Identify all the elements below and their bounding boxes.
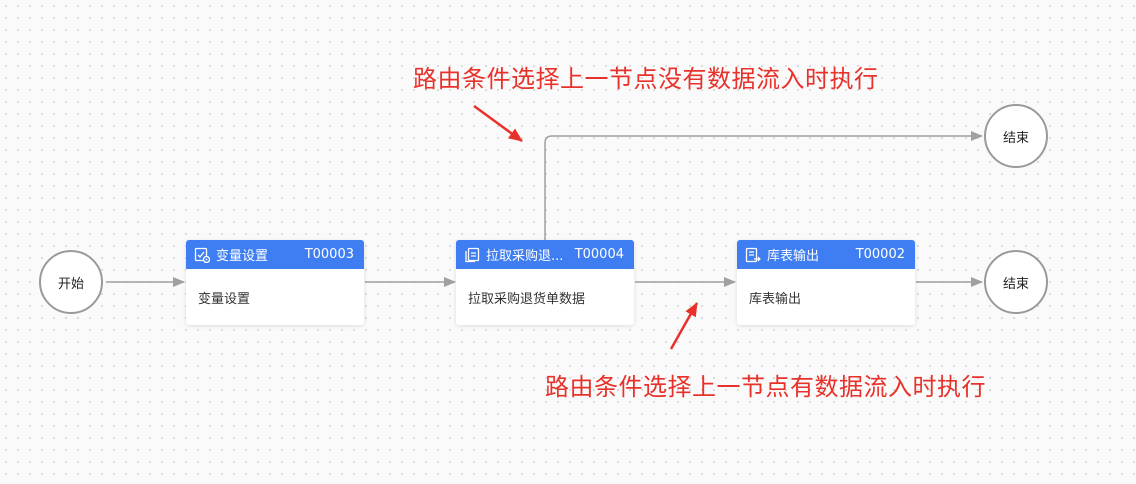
task-node-body: 变量设置 bbox=[198, 291, 251, 307]
task-node-title: 变量设置 bbox=[216, 249, 269, 264]
task-node-variable-settings[interactable]: 变量设置 T00003 变量设置 bbox=[186, 240, 364, 325]
task-node-header: 库表输出 T00002 bbox=[737, 240, 915, 269]
annotation-bottom-text: 路由条件选择上一节点有数据流入时执行 bbox=[545, 373, 986, 401]
start-node-label: 开始 bbox=[57, 276, 84, 292]
edge-pull-to-end-top[interactable] bbox=[544, 131, 983, 240]
task-node-body: 拉取采购退货单数据 bbox=[468, 291, 586, 307]
task-node-title: 拉取采购退... bbox=[486, 249, 564, 264]
annotation-bottom-arrow bbox=[669, 302, 699, 350]
task-node-code: T00002 bbox=[855, 247, 905, 262]
end-node-label: 结束 bbox=[1002, 130, 1029, 146]
table-output-icon bbox=[745, 247, 761, 263]
task-node-code: T00004 bbox=[574, 247, 624, 262]
task-node-code: T00003 bbox=[304, 247, 354, 262]
end-node-bottom[interactable]: 结束 bbox=[984, 250, 1048, 314]
task-node-table-output[interactable]: 库表输出 T00002 库表输出 bbox=[737, 240, 915, 325]
task-node-header: 拉取采购退... T00004 bbox=[456, 240, 634, 269]
end-node-top[interactable]: 结束 bbox=[984, 104, 1048, 168]
task-node-title: 库表输出 bbox=[767, 249, 820, 264]
document-copy-icon bbox=[464, 247, 480, 263]
task-node-header: 变量设置 T00003 bbox=[186, 240, 364, 269]
annotation-top-arrow bbox=[473, 104, 523, 143]
annotation-top-text: 路由条件选择上一节点没有数据流入时执行 bbox=[413, 65, 879, 93]
end-node-label: 结束 bbox=[1002, 276, 1029, 292]
task-node-pull-purchase-return[interactable]: 拉取采购退... T00004 拉取采购退货单数据 bbox=[456, 240, 634, 325]
variable-settings-icon bbox=[194, 247, 210, 263]
task-node-body: 库表输出 bbox=[749, 291, 802, 307]
start-node[interactable]: 开始 bbox=[39, 250, 103, 314]
